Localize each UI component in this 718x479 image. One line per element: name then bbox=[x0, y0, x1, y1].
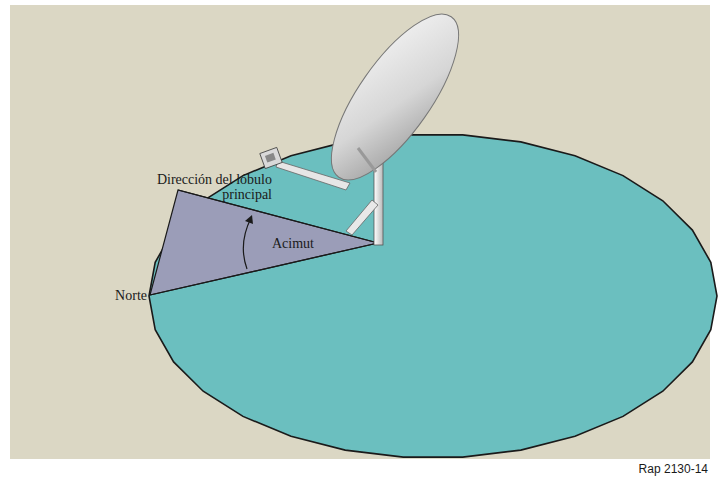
azimuth-arc bbox=[243, 218, 251, 269]
direction-label: Dirección del lóbulo principal bbox=[154, 172, 272, 202]
azimuth-sector bbox=[150, 190, 378, 295]
lnb-face bbox=[265, 153, 276, 163]
azimuth-arrowhead bbox=[245, 215, 253, 224]
north-line bbox=[150, 243, 378, 295]
ground-plane bbox=[149, 135, 717, 457]
beam-direction-line bbox=[178, 190, 378, 243]
figure-reference: Rap 2130-14 bbox=[639, 462, 708, 477]
north-label: Norte bbox=[115, 288, 147, 303]
dish-reflector bbox=[309, 0, 480, 198]
angle-label: Acimut bbox=[272, 236, 314, 251]
lnb bbox=[260, 147, 282, 168]
strut bbox=[346, 200, 378, 235]
dish-mount bbox=[358, 148, 376, 172]
